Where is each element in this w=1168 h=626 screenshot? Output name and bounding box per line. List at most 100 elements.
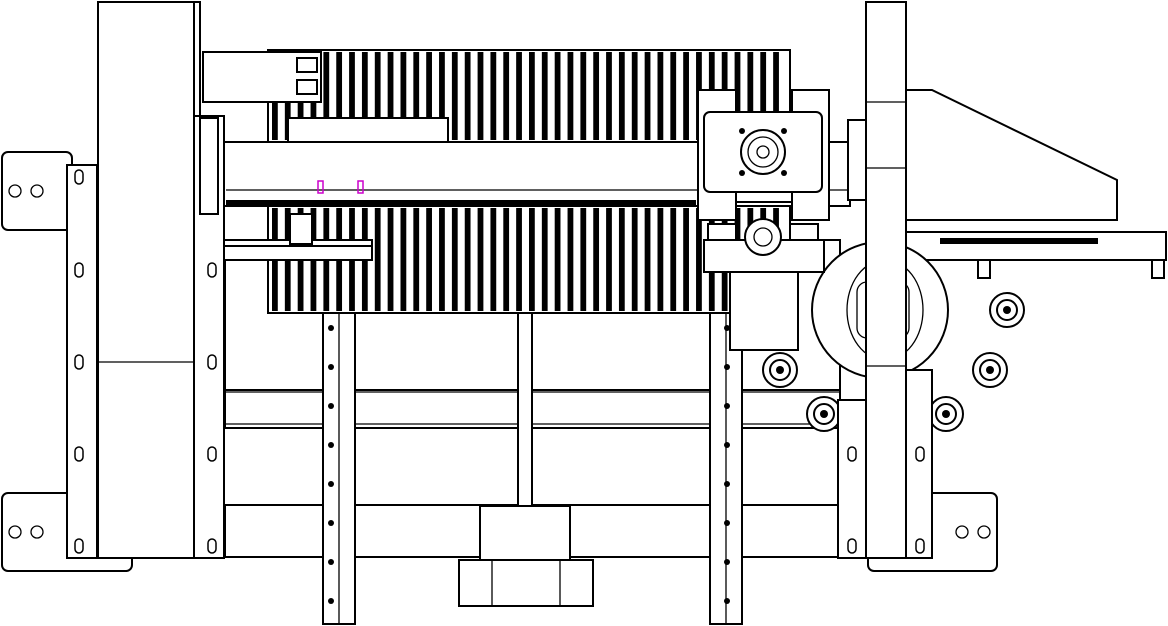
heatsink-fin — [593, 52, 600, 140]
heatsink-fin — [734, 52, 741, 140]
left-column — [66, 1, 225, 559]
slot-hole — [847, 538, 857, 554]
heatsink-fin — [413, 52, 420, 140]
slot-hole — [915, 446, 925, 462]
slot-hole — [207, 354, 217, 370]
rod-hole — [724, 481, 730, 487]
right-column — [837, 1, 933, 559]
heatsink-fin — [426, 208, 432, 311]
heatsink-fin — [593, 208, 600, 311]
slot-hole — [74, 354, 84, 370]
slot-hole — [74, 169, 84, 185]
slot-hole — [74, 538, 84, 554]
heatsink-fin — [760, 52, 767, 140]
rod-hole — [724, 442, 730, 448]
heatsink-fin — [644, 52, 651, 140]
heatsink-fin — [426, 52, 432, 140]
bottom-block — [458, 505, 594, 607]
heatsink-fin — [580, 52, 587, 140]
rod-hole — [724, 520, 730, 526]
rod-hole — [724, 598, 730, 604]
heatsink-fin — [490, 52, 497, 140]
heatsink-fin — [773, 52, 779, 140]
heatsink-fin — [541, 208, 548, 311]
heatsink-fin — [580, 208, 587, 311]
rod-hole — [328, 364, 334, 370]
slot-hole — [207, 538, 217, 554]
heatsink-fin — [696, 208, 702, 311]
mounting-tab-top-left — [1, 151, 73, 231]
right-cover — [899, 89, 1118, 221]
heatsink-fin — [323, 52, 330, 140]
slot-hole — [74, 262, 84, 278]
heatsink-fin — [503, 208, 510, 311]
roller — [928, 396, 964, 432]
heatsink-fin — [618, 208, 625, 311]
heatsink-fin — [657, 208, 664, 311]
heatsink-fin — [529, 208, 535, 311]
slot-holes — [74, 169, 925, 554]
heatsink-fin — [606, 52, 612, 140]
heatsink-fin — [387, 52, 394, 140]
heatsink-fin — [361, 52, 368, 140]
heatsink-fin — [567, 52, 574, 140]
heatsink-fin — [451, 52, 458, 140]
rod-hole — [328, 403, 334, 409]
heatsink-fin — [413, 208, 420, 311]
rod-hole — [328, 481, 334, 487]
rod-dots — [328, 325, 730, 604]
heatsink-fin — [349, 52, 355, 140]
heatsink-fin — [451, 208, 458, 311]
roller — [762, 352, 798, 388]
heatsink-fin — [683, 52, 689, 140]
slot-hole — [74, 446, 84, 462]
rod-hole — [328, 520, 334, 526]
rod-hole — [724, 325, 730, 331]
carriage — [697, 89, 830, 351]
slot-hole — [915, 538, 925, 554]
heatsink-fin — [516, 208, 522, 311]
heatsink-fin — [439, 208, 445, 311]
heatsink-fin — [477, 52, 484, 140]
heatsink-fin — [606, 208, 612, 311]
rod-hole — [328, 442, 334, 448]
roller — [972, 352, 1008, 388]
heatsink-fin — [644, 208, 651, 311]
heatsink-fin — [387, 208, 394, 311]
rod-hole — [328, 325, 334, 331]
heatsink-fin — [554, 208, 561, 311]
heatsink-fin — [400, 52, 407, 140]
heatsink-fin — [503, 52, 510, 140]
rod-hole — [724, 403, 730, 409]
roller — [989, 292, 1025, 328]
heatsink-fin — [618, 52, 625, 140]
heatsink-fin — [631, 52, 638, 140]
heatsink-fin — [439, 52, 445, 140]
right-rail — [899, 231, 1167, 261]
slot-hole — [207, 262, 217, 278]
heatsink-fin — [541, 52, 548, 140]
rod-hole — [724, 364, 730, 370]
heatsink-fin — [683, 208, 689, 311]
heatsink-fin — [336, 52, 343, 140]
heatsink-fin — [516, 52, 522, 140]
heatsink-fin — [567, 208, 574, 311]
roller — [806, 396, 842, 432]
heatsink-fin — [490, 208, 497, 311]
marker-left — [317, 180, 324, 194]
rod-hole — [328, 559, 334, 565]
heatsink-fin — [400, 208, 407, 311]
heatsink-fin — [374, 52, 381, 140]
heatsink-fin — [529, 52, 535, 140]
marker-right — [357, 180, 364, 194]
rod-hole — [328, 598, 334, 604]
heatsink-fin — [657, 52, 664, 140]
heatsink-fin — [670, 208, 677, 311]
rod-hole — [724, 559, 730, 565]
heatsink-fin — [747, 52, 754, 140]
heatsink-fin — [477, 208, 484, 311]
slot-hole — [847, 446, 857, 462]
heatsink-fin — [464, 208, 471, 311]
heatsink-fin — [464, 52, 471, 140]
